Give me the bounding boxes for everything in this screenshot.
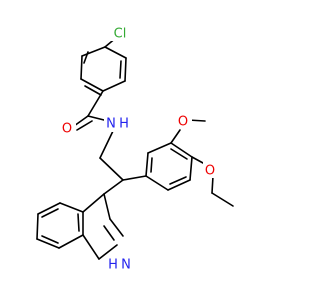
bond bbox=[98, 244, 118, 260]
indole-h-label: H bbox=[108, 258, 118, 273]
bond bbox=[99, 157, 124, 181]
amide-nitrogen-n-label: N bbox=[106, 117, 116, 132]
bond bbox=[80, 55, 83, 80]
bond bbox=[122, 175, 147, 181]
bond bbox=[104, 46, 127, 59]
ethoxy-oxygen-label: O bbox=[205, 164, 215, 179]
bond bbox=[170, 148, 188, 160]
methoxy-oxygen-label: O bbox=[178, 115, 188, 130]
bond bbox=[82, 193, 105, 213]
bond bbox=[170, 129, 181, 144]
bond bbox=[103, 193, 111, 220]
bond bbox=[170, 142, 193, 158]
carbonyl-oxygen-atom: O bbox=[60, 120, 76, 137]
bond bbox=[41, 208, 59, 218]
bond-layer bbox=[36, 36, 234, 260]
bond bbox=[82, 234, 100, 260]
bond bbox=[167, 179, 191, 191]
bond bbox=[211, 175, 214, 194]
bond bbox=[87, 90, 104, 117]
indole-n-label: N bbox=[121, 258, 131, 273]
bond bbox=[84, 85, 102, 96]
ethoxy-oxygen-atom: O bbox=[203, 162, 219, 179]
chlorine-label: Cl bbox=[114, 27, 127, 42]
bond bbox=[145, 152, 149, 177]
bond bbox=[109, 218, 124, 237]
bond bbox=[169, 176, 187, 185]
atom-labels: Cl O N H O O H N bbox=[60, 25, 219, 273]
bond bbox=[211, 192, 234, 207]
bond bbox=[145, 175, 169, 191]
bond bbox=[81, 46, 106, 57]
bond bbox=[73, 115, 89, 127]
bond bbox=[58, 234, 84, 249]
indole-nitrogen-atom: H N bbox=[106, 256, 134, 273]
molecule-structure: Cl O N H O O H N bbox=[36, 25, 234, 273]
methoxy-oxygen-atom: O bbox=[176, 113, 192, 130]
bond bbox=[102, 80, 126, 92]
bond bbox=[77, 213, 80, 232]
bond bbox=[150, 157, 153, 173]
bond bbox=[37, 202, 61, 215]
bond bbox=[80, 78, 104, 92]
bond bbox=[41, 235, 59, 244]
bond bbox=[36, 213, 39, 240]
bond bbox=[99, 130, 114, 159]
bond bbox=[83, 51, 89, 64]
bond bbox=[103, 179, 124, 195]
bond bbox=[103, 225, 115, 241]
bond bbox=[124, 57, 127, 82]
amide-nitrogen-atom: N H bbox=[104, 115, 132, 132]
bond bbox=[119, 60, 122, 79]
amide-nitrogen-h-label: H bbox=[119, 117, 129, 132]
bond bbox=[147, 142, 172, 154]
molecule-canvas: Cl O N H O O H N bbox=[36, 25, 234, 273]
bond bbox=[76, 120, 93, 131]
carbonyl-oxygen-label: O bbox=[62, 122, 72, 137]
bond bbox=[36, 238, 60, 249]
chlorine-atom: Cl bbox=[109, 25, 131, 42]
bond bbox=[189, 156, 193, 181]
bond bbox=[59, 202, 84, 213]
bond bbox=[191, 156, 204, 164]
